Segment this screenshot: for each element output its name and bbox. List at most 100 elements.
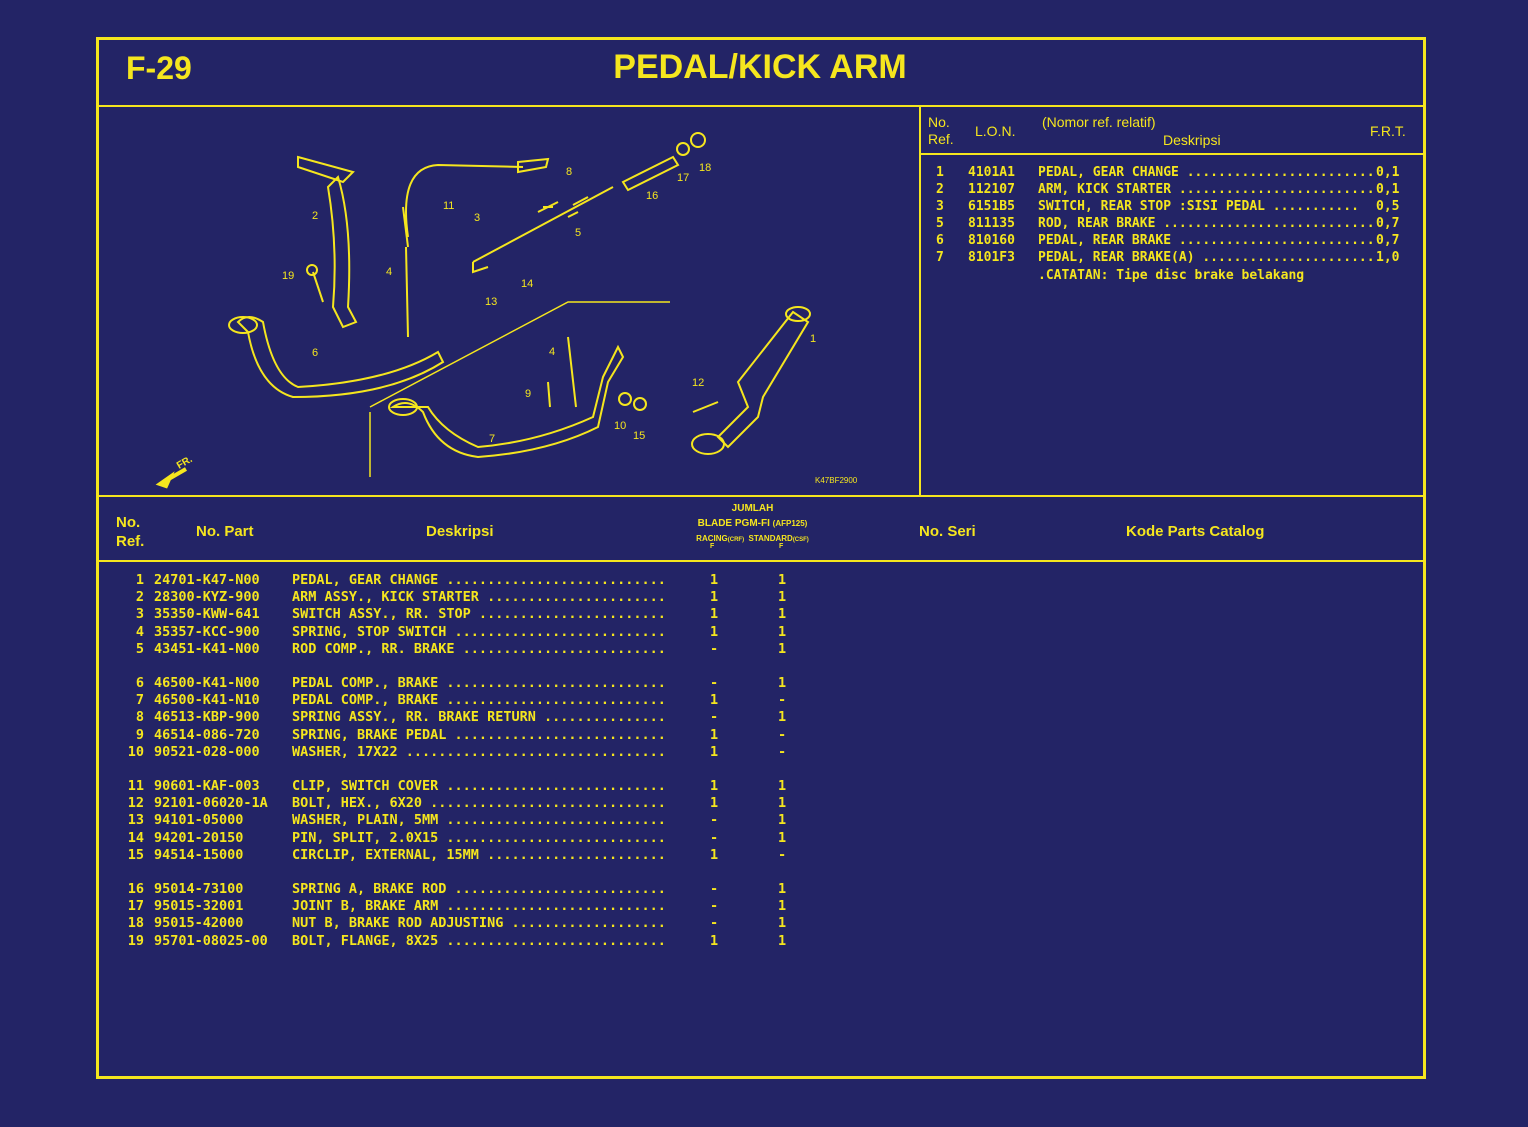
callout-5: 5 [575, 227, 581, 239]
qty-racing: 1 [710, 778, 719, 794]
part-number: 46514-086-720 [154, 726, 260, 743]
parts-table-row: 14 94201-20150 PIN, SPLIT, 2.0X15 ......… [110, 830, 810, 847]
parts-table-row: 8 46513-KBP-900 SPRING ASSY., RR. BRAKE … [110, 709, 810, 726]
qty-standard: 1 [778, 606, 787, 623]
qty-standard: 1 [778, 589, 787, 606]
qty-racing: - [710, 709, 719, 726]
ref-no: 6 [135, 675, 144, 691]
lt-header-ref: No.Ref. [928, 114, 954, 147]
description: BOLT, FLANGE, 8X25 .....................… [292, 932, 666, 949]
callout-6: 6 [312, 347, 318, 359]
labor-table-row: 6 810160 PEDAL, REAR BRAKE .............… [930, 233, 1410, 250]
qty-standard: 1 [778, 675, 787, 691]
ref-no: 16 [127, 881, 144, 897]
parts-table-row: 1 24701-K47-N00 PEDAL, GEAR CHANGE .....… [110, 572, 810, 589]
parts-table-row: 11 90601-KAF-003 CLIP, SWITCH COVER ....… [110, 778, 810, 795]
qty-standard: 1 [778, 709, 787, 726]
ref-no: 2 [135, 589, 144, 606]
description: SPRING, BRAKE PEDAL ....................… [292, 726, 666, 743]
callout-14: 14 [521, 278, 533, 290]
labor-table-row: 2 112107 ARM, KICK STARTER .............… [930, 182, 1410, 199]
kick-starter-arm [297, 155, 358, 329]
lon: 112107 [968, 182, 1015, 197]
lon: 4101A1 [968, 165, 1015, 180]
description: SWITCH ASSY., RR. STOP .................… [292, 606, 666, 623]
parts-table-row: 5 43451-K41-N00 ROD COMP., RR. BRAKE ...… [110, 641, 810, 658]
frt: 0,7 [1376, 216, 1400, 231]
labor-table-row: 5 811135 ROD, REAR BRAKE ...............… [930, 216, 1410, 233]
gear-change-pedal-shape [236, 316, 445, 399]
ref-no: 15 [127, 846, 144, 863]
parts-table-row: 15 94514-15000 CIRCLIP, EXTERNAL, 15MM .… [110, 847, 810, 864]
diagram-reference-code: K47BF2900 [815, 476, 858, 485]
parts-table-row: 13 94101-05000 WASHER, PLAIN, 5MM ......… [110, 812, 810, 829]
frt: 0,1 [1376, 182, 1400, 197]
ref-no: 7 [936, 250, 944, 265]
description: SPRING A, BRAKE ROD ....................… [292, 881, 666, 897]
callout-7: 7 [489, 433, 495, 445]
ref-no: 6 [936, 233, 944, 248]
pt-header-desc: Deskripsi [426, 523, 494, 540]
pt-header-part-no: No. Part [196, 523, 254, 540]
ref-no: 9 [135, 726, 144, 743]
qty-standard: 1 [778, 881, 787, 897]
frt: 0,5 [1376, 199, 1400, 214]
description: SPRING, STOP SWITCH ....................… [292, 623, 666, 640]
qty-standard: - [778, 726, 787, 743]
callout-3: 3 [474, 212, 480, 224]
ref-no: 1 [936, 165, 944, 180]
frt: 0,7 [1376, 233, 1400, 248]
callout-4b: 4 [549, 346, 555, 358]
description: CIRCLIP, EXTERNAL, 15MM ................… [292, 846, 666, 863]
pt-header-ref: No.Ref. [116, 514, 145, 550]
description: PEDAL, GEAR CHANGE .....................… [1038, 165, 1375, 180]
part-number: 35357-KCC-900 [154, 623, 260, 640]
part-number: 35350-KWW-641 [154, 606, 260, 623]
parts-table-row: 4 35357-KCC-900 SPRING, STOP SWITCH ....… [110, 624, 810, 641]
divider [96, 105, 1424, 107]
qty-standard: 1 [778, 795, 787, 812]
divider [96, 495, 1424, 497]
ref-no: 3 [135, 606, 144, 623]
parts-table-row: 16 95014-73100 SPRING A, BRAKE ROD .....… [110, 881, 810, 898]
description: PIN, SPLIT, 2.0X15 .....................… [292, 829, 666, 846]
labor-table-row: 3 6151B5 SWITCH, REAR STOP :SISI PEDAL .… [930, 199, 1410, 216]
description: ROD, REAR BRAKE ........................… [1038, 216, 1375, 231]
description: WASHER, PLAIN, 5MM .....................… [292, 812, 666, 829]
part-number: 28300-KYZ-900 [154, 589, 260, 606]
qty-racing: - [710, 812, 719, 829]
part-number: 43451-K41-N00 [154, 640, 260, 657]
description: PEDAL COMP., BRAKE .....................… [292, 692, 666, 709]
front-direction-label: FR. [175, 454, 195, 472]
part-number: 95015-42000 [154, 915, 244, 932]
callout-1: 1 [810, 333, 816, 345]
ref-no: 5 [135, 640, 144, 657]
qty-racing: - [710, 675, 719, 691]
lt-header-desc: Deskripsi [1163, 132, 1221, 148]
qty-standard: 1 [778, 932, 787, 949]
callout-4: 4 [386, 266, 392, 278]
part-number: 92101-06020-1A [154, 795, 268, 812]
part-number: 95701-08025-00 [154, 932, 268, 949]
qty-racing: - [710, 640, 719, 657]
parts-table-row: 10 90521-028-000 WASHER, 17X22 .........… [110, 744, 810, 761]
description: SWITCH, REAR STOP :SISI PEDAL ..........… [1038, 199, 1359, 214]
ref-no: 13 [127, 812, 144, 829]
qty-standard: 1 [778, 572, 787, 588]
ref-no: 10 [127, 743, 144, 760]
labor-table-row: 1 4101A1 PEDAL, GEAR CHANGE ............… [930, 165, 1410, 182]
qty-racing: 1 [710, 846, 719, 863]
ref-no: 19 [127, 932, 144, 949]
part-number: 94101-05000 [154, 812, 244, 829]
parts-table-row: 2 28300-KYZ-900 ARM ASSY., KICK STARTER … [110, 589, 810, 606]
description: PEDAL, REAR BRAKE(A) ...................… [1038, 250, 1375, 265]
part-number: 95015-32001 [154, 898, 244, 915]
lon: 6151B5 [968, 199, 1015, 214]
parts-table-row: 6 46500-K41-N00 PEDAL COMP., BRAKE .....… [110, 675, 810, 692]
ref-no: 12 [127, 795, 144, 812]
qty-standard: 1 [778, 829, 787, 846]
callout-2: 2 [312, 210, 318, 222]
qty-racing: 1 [710, 606, 719, 623]
description: PEDAL, GEAR CHANGE .....................… [292, 572, 666, 588]
part-number: 94201-20150 [154, 829, 244, 846]
